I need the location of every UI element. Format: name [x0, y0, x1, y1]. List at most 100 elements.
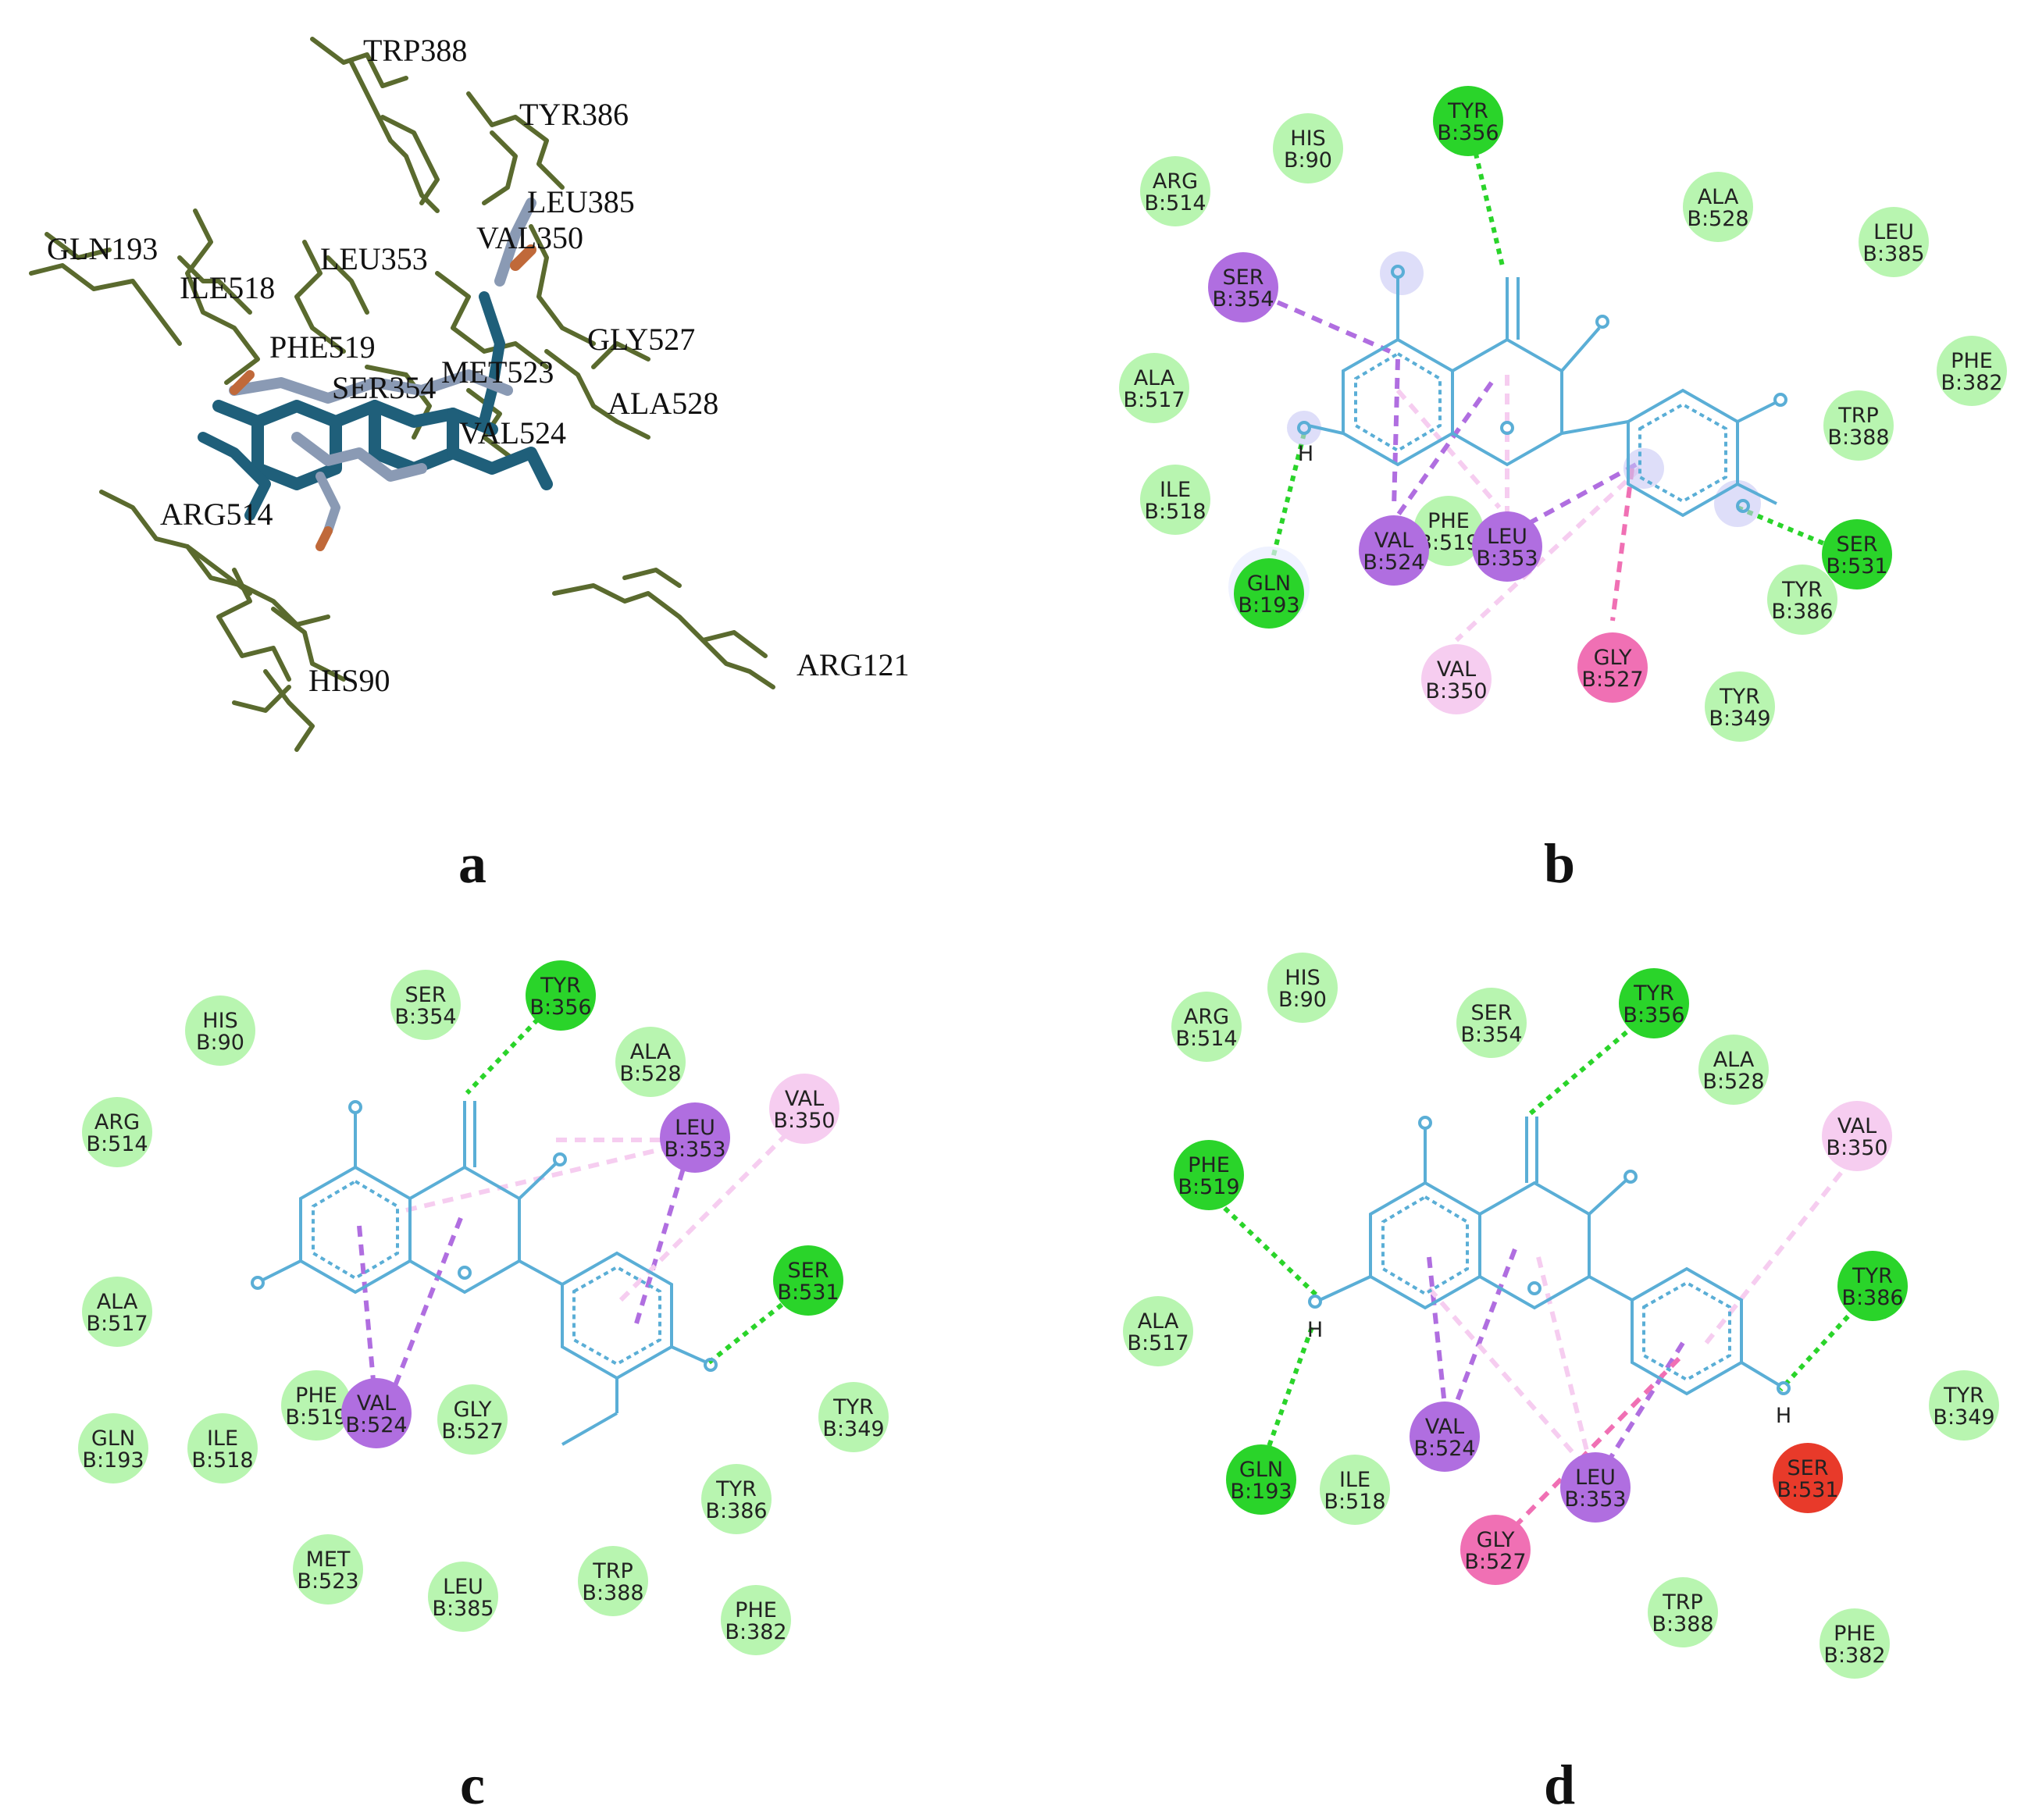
residue-circle — [185, 995, 255, 1066]
residue-number: B:356 — [529, 995, 591, 1020]
residue-circle — [1822, 1101, 1892, 1171]
residue-circle — [390, 970, 461, 1040]
residue-number: B:524 — [1413, 1437, 1475, 1461]
hydrogen-label: H — [1307, 1318, 1323, 1342]
residue-number: B:528 — [619, 1062, 681, 1086]
residue-number: B:386 — [1841, 1286, 1903, 1310]
residue-label: LEU353 — [320, 241, 428, 276]
residue-number: B:531 — [1826, 554, 1887, 579]
residue-name: VAL — [357, 1391, 396, 1416]
residue-number: B:350 — [773, 1109, 835, 1133]
residue-name: ALA — [1138, 1309, 1179, 1334]
residue-name: ARG — [1184, 1005, 1229, 1029]
residue-name: PHE — [1834, 1622, 1876, 1646]
residue-circle — [526, 960, 596, 1031]
residue-circle — [1819, 1608, 1890, 1679]
residue-circle — [1226, 1444, 1296, 1515]
residue-circle — [1837, 1251, 1908, 1321]
residue-number: B:517 — [1127, 1331, 1189, 1355]
residue-name: LEU — [443, 1575, 483, 1599]
residue-number: B:354 — [1460, 1023, 1522, 1047]
residue-name: HIS — [202, 1009, 237, 1033]
residue-label: ARG514 — [160, 497, 273, 532]
residue-name: GLN — [1247, 572, 1291, 596]
residue-number: B:527 — [1464, 1550, 1526, 1574]
residue-number: B:514 — [86, 1132, 148, 1156]
residue-number: B:386 — [1771, 600, 1833, 624]
residue-circle — [1140, 465, 1210, 535]
residue-label: SER354 — [332, 370, 436, 405]
residue-number: B:90 — [196, 1031, 244, 1055]
ligand-sticks — [198, 198, 553, 551]
residue-name: TYR — [540, 974, 581, 998]
residue-circle — [1460, 1515, 1531, 1585]
residue-name: MET — [306, 1548, 351, 1572]
residue-number: B:382 — [1941, 371, 2002, 395]
hydrogen-label: H — [1776, 1404, 1791, 1428]
residue-number: B:531 — [1777, 1478, 1838, 1502]
residue-circle — [1119, 353, 1189, 423]
residue-circle — [1433, 86, 1503, 156]
residue-name: ARG — [94, 1110, 140, 1134]
residue-name: LEU — [1575, 1466, 1616, 1490]
residue-circle — [615, 1027, 686, 1097]
residue-circle — [1273, 113, 1343, 183]
residue-circle — [1174, 1140, 1244, 1210]
residue-number: B:350 — [1425, 679, 1487, 703]
residue-number: B:354 — [394, 1005, 456, 1029]
residue-circle — [1413, 496, 1484, 566]
panel-label-c: c — [460, 1754, 485, 1816]
residue-number: B:523 — [297, 1569, 358, 1594]
residue-name: TYR — [1943, 1384, 1984, 1408]
residue-name: PHE — [1188, 1153, 1230, 1177]
residue-circle — [660, 1102, 730, 1173]
residue-name: VAL — [1425, 1415, 1464, 1439]
residue-name: ILE — [1160, 478, 1191, 502]
residue-name: PHE — [735, 1598, 777, 1622]
residue-name: TYR — [1719, 685, 1760, 709]
residue-name: ILE — [207, 1426, 238, 1451]
residue-label: ARG121 — [797, 647, 909, 682]
interaction-lines — [1206, 1009, 1873, 1533]
residue-name: PHE — [1427, 509, 1470, 533]
residue-name: ARG — [1153, 169, 1198, 194]
residue-name: TYR — [1633, 981, 1674, 1006]
residue-label: ALA528 — [608, 386, 718, 421]
residue-name: TRP — [592, 1559, 633, 1583]
residue-circle — [1410, 1402, 1480, 1472]
residue-name: GLN — [1239, 1458, 1283, 1482]
residue-circle — [1767, 565, 1837, 635]
residue-name: ILE — [1339, 1468, 1370, 1492]
residue-name: SER — [1471, 1001, 1513, 1025]
residue-name: TYR — [832, 1395, 874, 1419]
residue-number: B:527 — [1581, 668, 1643, 692]
residue-label: MET523 — [441, 354, 554, 390]
residue-circle — [1937, 336, 2007, 406]
residue-circle — [1648, 1577, 1718, 1647]
panel-label-d: d — [1544, 1754, 1575, 1816]
